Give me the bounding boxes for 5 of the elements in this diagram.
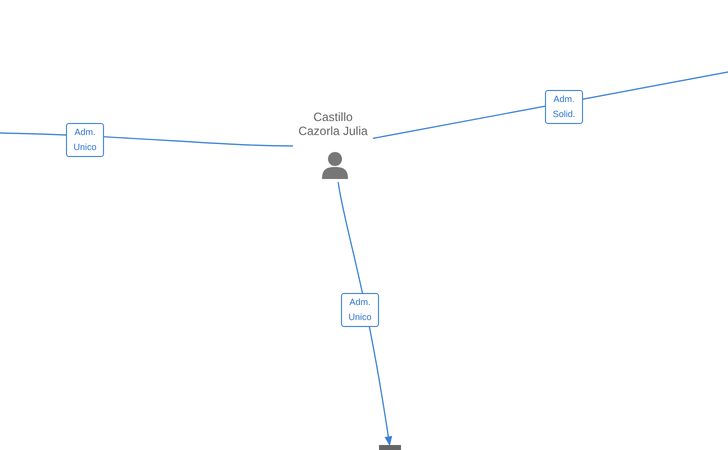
person-name: Castillo Cazorla Julia [297, 110, 369, 138]
edge-label: Adm. Unico [341, 293, 379, 327]
edge-label: Adm. Unico [66, 123, 104, 157]
building-icon [379, 445, 401, 450]
edge-label: Adm. Solid. [545, 90, 583, 124]
